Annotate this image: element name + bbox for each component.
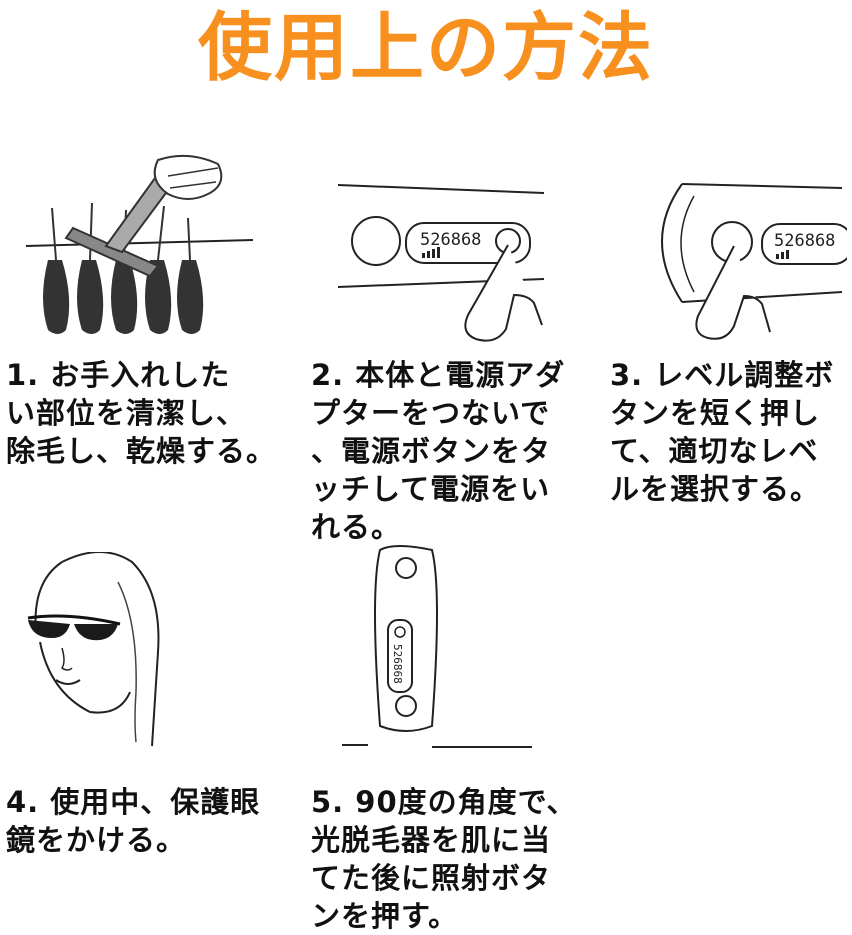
step-1-text: 1. お手入れした い部位を清潔し、 除毛し、乾燥する。 [6,358,277,468]
device-90-degree-illustration: 526868 [340,540,535,755]
level-button-illustration: 526868 [642,176,847,346]
step-5-text: 5. 90度の角度で、 光脱毛器を肌に当 てた後に照射ボタ ンを押す。 [311,785,577,933]
step-2-text: 2. 本体と電源アダ プターをつないで 、電源ボタンをタ ッチして電源をい れる… [311,358,566,544]
safety-glasses-illustration [22,552,172,752]
step-4-text: 4. 使用中、保護眼 鏡をかける。 [6,785,261,857]
device-display-3: 526868 [391,644,404,684]
step-3-text: 3. レベル調整ボ タンを短く押し て、適切なレベ ルを選択する。 [610,358,835,506]
power-button-illustration: 526868 [336,175,546,345]
device-display-2: 526868 [774,231,835,251]
shaving-illustration [18,148,258,348]
page-title: 使用上の方法 [198,5,654,91]
device-display: 526868 [420,230,481,250]
